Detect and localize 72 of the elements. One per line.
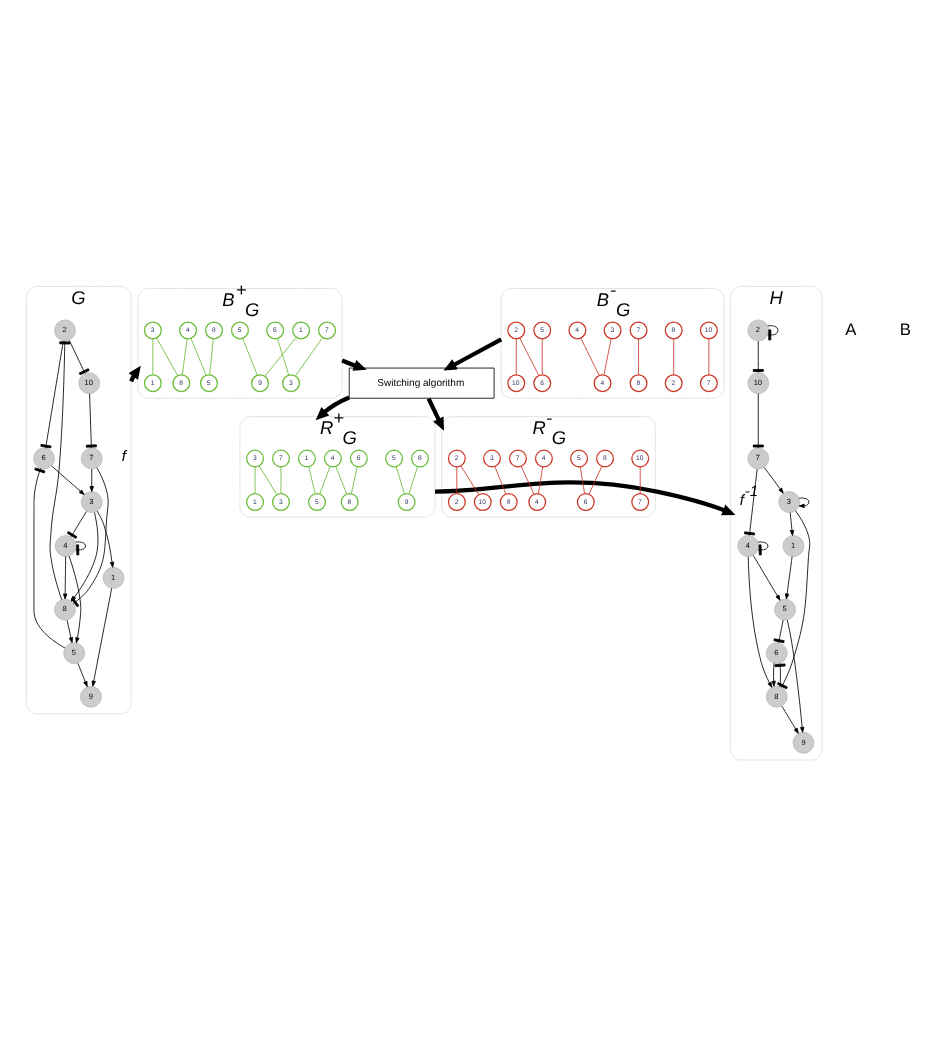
connector <box>639 465 641 493</box>
connector <box>209 337 214 375</box>
arrow <box>96 509 115 567</box>
arrow <box>771 661 776 686</box>
connector <box>85 392 97 448</box>
connector <box>264 336 297 376</box>
connector <box>520 464 535 494</box>
connector <box>579 465 585 493</box>
connector <box>494 465 507 494</box>
arrow <box>51 464 85 494</box>
connector <box>152 337 154 375</box>
connector <box>588 464 603 494</box>
arrow <box>747 555 773 687</box>
connector <box>395 465 405 494</box>
connector <box>68 338 90 375</box>
connector <box>580 336 600 375</box>
arrow <box>786 618 805 732</box>
connector <box>49 339 71 600</box>
connector <box>708 337 710 375</box>
connector <box>254 465 256 493</box>
connector <box>75 540 86 555</box>
connector <box>33 466 66 648</box>
connector <box>673 337 675 375</box>
arrow <box>763 466 784 493</box>
label: B <box>899 317 911 338</box>
connector <box>773 618 785 643</box>
connector <box>538 465 544 493</box>
connector <box>335 465 348 494</box>
connector <box>350 465 358 493</box>
connector <box>757 540 769 555</box>
arrow <box>781 704 799 733</box>
connector <box>638 337 639 375</box>
connector <box>242 336 258 375</box>
arrow <box>443 336 503 370</box>
connector <box>319 465 331 494</box>
arrow <box>752 554 781 600</box>
connector <box>181 337 188 375</box>
connector <box>190 336 207 375</box>
arrow <box>89 467 94 491</box>
connector <box>752 392 764 448</box>
connector <box>603 337 612 375</box>
arrow <box>426 396 444 430</box>
connector <box>519 336 540 375</box>
connector <box>774 661 786 687</box>
arrow <box>315 394 350 420</box>
arrow <box>798 496 810 508</box>
label: A <box>845 317 857 338</box>
connector <box>460 464 480 494</box>
arrow <box>77 661 88 687</box>
connector <box>767 324 779 340</box>
connector <box>280 465 282 493</box>
connector <box>776 509 811 689</box>
arrow <box>435 479 736 515</box>
connector <box>277 337 290 375</box>
connector <box>66 510 87 538</box>
arrow <box>789 511 795 535</box>
connector <box>308 465 316 494</box>
arrow <box>91 586 113 686</box>
connector <box>156 336 178 375</box>
connector <box>258 464 278 494</box>
connector <box>408 465 419 494</box>
connector <box>752 339 764 372</box>
edge-label: f <box>121 446 127 465</box>
arrow <box>63 555 68 599</box>
connector <box>541 337 543 375</box>
connector <box>295 336 323 376</box>
connector <box>456 465 458 493</box>
connector <box>515 337 517 375</box>
connector <box>40 339 64 448</box>
arrow <box>784 555 793 599</box>
connector <box>744 467 758 535</box>
arrow <box>66 618 74 643</box>
